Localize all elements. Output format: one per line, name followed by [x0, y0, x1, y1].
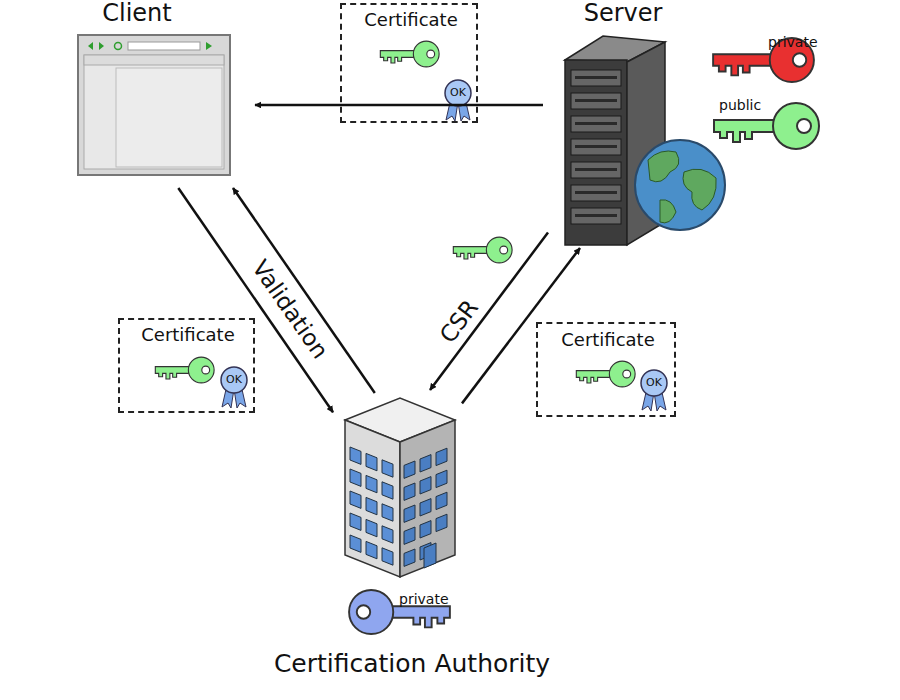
- arrow-connector: [255, 104, 543, 107]
- key-label: private: [768, 35, 818, 50]
- client-box: Client: [78, 35, 230, 175]
- node-label: Certification Authority: [274, 650, 550, 679]
- csr-key: [453, 237, 512, 263]
- ok-badge: [641, 370, 667, 411]
- key-label: public: [719, 98, 761, 113]
- node-label: Certificate: [561, 330, 655, 351]
- key-label: private: [399, 592, 449, 607]
- badge-text: OK: [226, 374, 242, 386]
- browser-icon: [78, 35, 230, 175]
- authority-box: Certification Authority: [340, 398, 460, 577]
- certificate-key: [576, 361, 635, 387]
- certificate-box: Certificate: [536, 322, 676, 417]
- building: [345, 398, 455, 577]
- ok-badge: [445, 80, 471, 121]
- node-label: Server: [584, 0, 663, 28]
- badge-text: OK: [450, 87, 466, 99]
- node-label: Certificate: [141, 325, 235, 346]
- arrow-connector: [462, 248, 580, 403]
- certificate-key: [155, 357, 214, 383]
- certificate-box: Certificate: [118, 318, 255, 413]
- node-label: Certificate: [364, 10, 458, 31]
- edge-label: CSR: [433, 293, 485, 350]
- ca-private-key: [349, 590, 450, 634]
- badge-text: OK: [646, 377, 662, 389]
- certificate-key: [380, 41, 439, 67]
- server-tower: [565, 36, 725, 245]
- node-label: Client: [102, 0, 171, 28]
- ok-badge: [221, 367, 247, 408]
- certificate-box: Certificate: [340, 3, 478, 123]
- server-box: Server: [565, 36, 665, 245]
